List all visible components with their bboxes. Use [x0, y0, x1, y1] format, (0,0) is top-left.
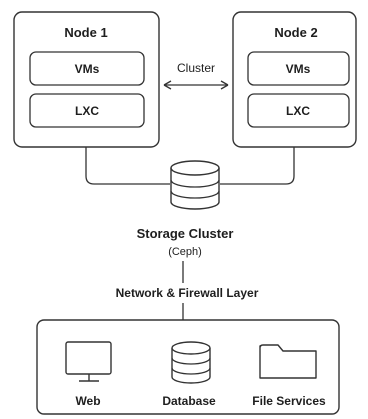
node-2-vms-label: VMs: [286, 62, 311, 76]
monitor-icon: [65, 341, 112, 382]
services-group: Web Database File Services: [36, 319, 340, 415]
node-2-storage-connector: [220, 147, 295, 185]
node-2-lxc-box: [247, 93, 350, 128]
node-1-title: Node 1: [64, 25, 107, 40]
node-1-group: Node 1 VMs LXC: [13, 11, 160, 148]
folder-icon: [259, 344, 317, 379]
storage-cylinder-icon: [170, 160, 220, 210]
service-web-label: Web: [75, 394, 100, 408]
node-2-group: Node 2 VMs LXC: [232, 11, 357, 148]
node-1-lxc-label: LXC: [75, 104, 99, 118]
database-icon: [171, 341, 211, 384]
cluster-arrow-left-head: [163, 80, 172, 90]
cluster-link: Cluster: [163, 61, 229, 90]
service-database-label: Database: [162, 394, 216, 408]
node-2-vms-box: [247, 51, 350, 86]
node-2-lxc-label: LXC: [286, 104, 310, 118]
node-1-vms-label: VMs: [75, 62, 100, 76]
storage-subtitle: (Ceph): [168, 246, 202, 258]
node-2-title: Node 2: [274, 25, 317, 40]
storage-title: Storage Cluster: [137, 226, 234, 241]
node-1-vms-box: [29, 51, 145, 86]
cluster-arrow-right-head: [220, 80, 229, 90]
service-file-label: File Services: [252, 394, 326, 408]
node-1-storage-connector: [85, 147, 170, 185]
node-1-lxc-box: [29, 93, 145, 128]
network-label: Network & Firewall Layer: [116, 286, 259, 300]
cluster-label: Cluster: [177, 61, 215, 75]
